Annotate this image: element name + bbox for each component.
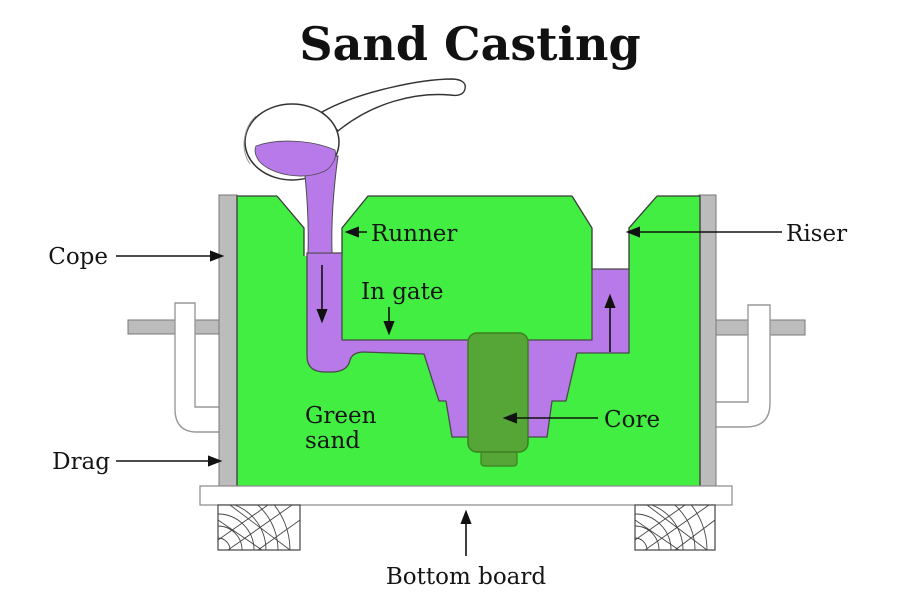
- ladle-handle: [320, 78, 466, 132]
- pour-stream: [302, 155, 339, 254]
- label-riser: Riser: [786, 221, 847, 247]
- riser-notch: [572, 196, 657, 270]
- wood-grain: [218, 505, 300, 550]
- label-cope: Cope: [48, 244, 108, 270]
- label-core: Core: [604, 407, 660, 433]
- page-title: Sand Casting: [299, 17, 640, 71]
- core-body: [467, 332, 529, 453]
- cope-drag-frame-left: [218, 194, 238, 489]
- label-green-sand-line1: Green: [305, 403, 377, 429]
- label-bottom-board: Bottom board: [386, 564, 546, 590]
- wood-grain: [635, 505, 715, 550]
- cope-drag-frame-right: [698, 194, 717, 489]
- ladle-icon: [243, 78, 466, 254]
- label-in-gate: In gate: [361, 279, 444, 305]
- label-runner: Runner: [371, 221, 457, 247]
- bottom-board: [199, 485, 733, 506]
- molten-metal-in-ladle: [254, 140, 336, 177]
- label-drag: Drag: [52, 449, 110, 475]
- left-wood-support: [217, 504, 301, 551]
- left-pin-bar: [127, 319, 221, 335]
- label-green-sand-line2: sand: [305, 428, 360, 454]
- ladle-rim-line: [243, 115, 257, 165]
- right-wood-support: [634, 504, 716, 551]
